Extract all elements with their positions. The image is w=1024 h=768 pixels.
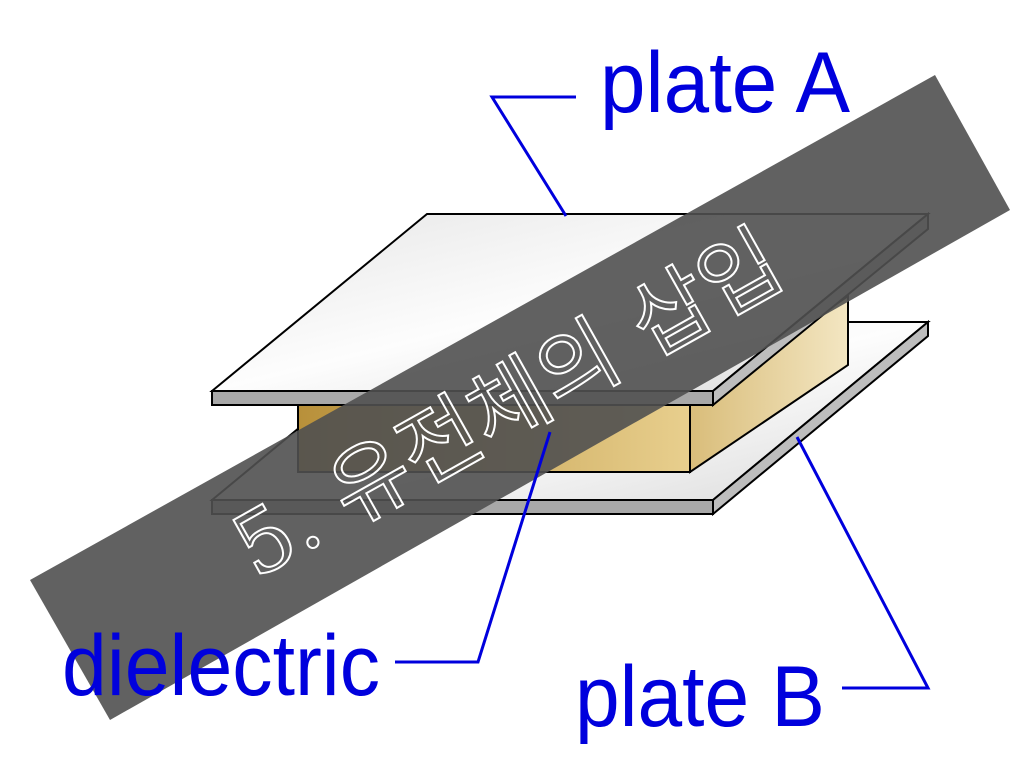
label-plate-b: plate B (575, 649, 825, 745)
leader-line-dielectric (395, 431, 552, 664)
banner-background (30, 75, 1010, 720)
leader-line-plate-a (489, 95, 576, 217)
label-dielectric: dielectric (62, 618, 380, 714)
leader-line-plate-b (795, 436, 931, 690)
plate-b-side-edge (712, 319, 929, 517)
leader-lines (395, 95, 931, 690)
label-plate-a: plate A (600, 35, 851, 131)
